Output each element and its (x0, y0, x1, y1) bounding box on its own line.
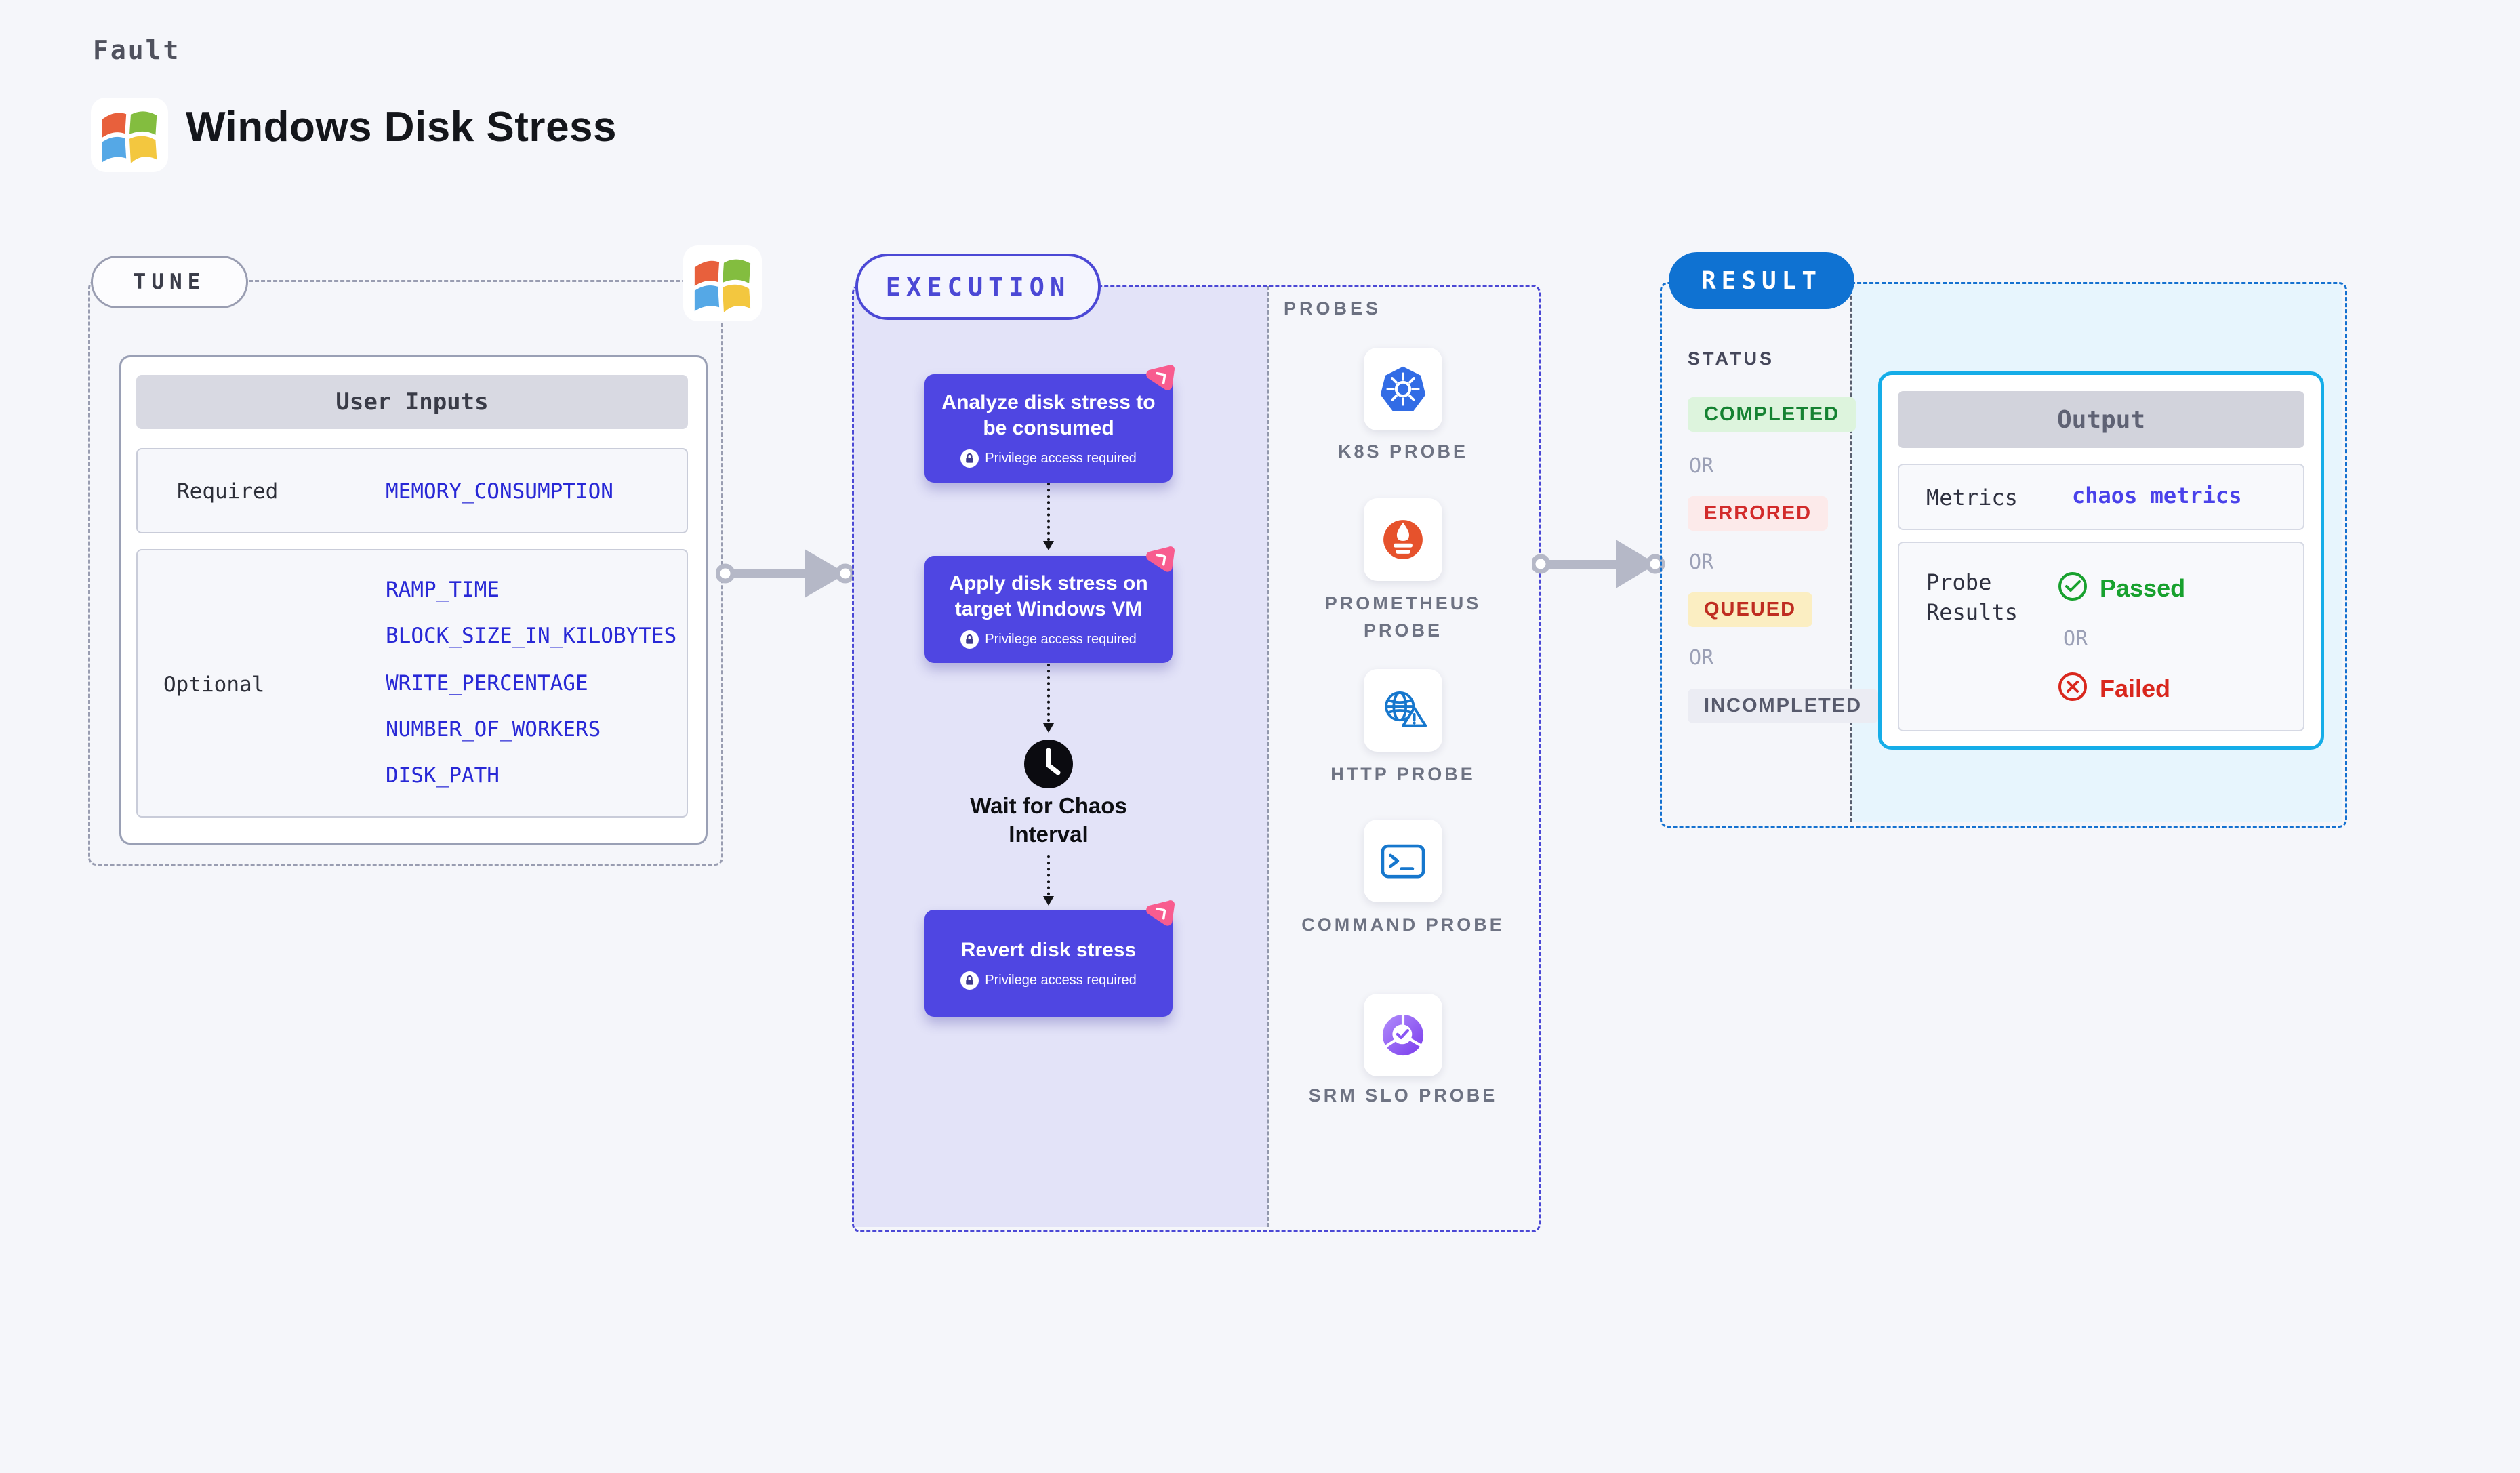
probe-results-or-separator: OR (2063, 627, 2088, 651)
step-analyze-disk-stress: Analyze disk stress to be consumed Privi… (924, 363, 1179, 483)
privilege-badge-label: Privilege access required (985, 972, 1137, 988)
chaos-ribbon-icon (1144, 898, 1179, 929)
passed-check-icon (2058, 572, 2087, 601)
status-or-separator: OR (1689, 646, 1714, 670)
privilege-badge: Privilege access required (960, 449, 1137, 468)
lock-icon (960, 630, 979, 649)
prometheus-icon (1383, 520, 1423, 559)
optional-input-disk-path: DISK_PATH (386, 763, 500, 788)
status-or-separator: OR (1689, 550, 1714, 574)
user-inputs-card: User Inputs Required MEMORY_CONSUMPTION … (119, 355, 708, 845)
step-title: Analyze disk stress to be consumed (941, 390, 1156, 439)
privilege-badge-label: Privilege access required (985, 450, 1137, 466)
privilege-badge: Privilege access required (960, 971, 1137, 990)
wait-step-label: Wait for Chaos Interval (970, 793, 1127, 847)
probe-results-label: Probe Results (1926, 569, 2018, 625)
lock-icon (960, 449, 979, 468)
chaos-ribbon-icon (1144, 363, 1179, 394)
probe-label-k8s: K8S PROBE (1337, 441, 1469, 462)
probe-label-http: HTTP PROBE (1330, 764, 1476, 784)
optional-input-number-of-workers: NUMBER_OF_WORKERS (386, 717, 601, 742)
kubernetes-icon (1380, 366, 1426, 411)
optional-input-ramp-time: RAMP_TIME (386, 578, 500, 602)
step-revert-disk-stress: Revert disk stress Privilege access requ… (924, 898, 1179, 1017)
required-label: Required (177, 479, 279, 504)
probe-card-command (1364, 820, 1442, 902)
execution-to-result-arrow (1532, 540, 1665, 588)
status-heading: STATUS (1688, 348, 1774, 369)
connector-step2-wait (1043, 664, 1054, 733)
probe-results-row: Probe Results Passed OR Failed (1898, 542, 2304, 731)
windows-logo-icon (91, 98, 168, 172)
passed-label: Passed (2100, 574, 2186, 602)
status-badge-incompleted: INCOMPLETED (1688, 689, 1879, 723)
tune-to-execution-arrow (716, 549, 855, 598)
probes-heading: PROBES (1284, 298, 1382, 319)
step-apply-disk-stress: Apply disk stress on target Windows VM P… (924, 544, 1179, 663)
execution-section-border (852, 285, 1541, 1232)
user-inputs-title: User Inputs (136, 375, 688, 429)
probe-card-http (1364, 669, 1442, 752)
connector-wait-step3 (1043, 855, 1054, 906)
result-section-label: RESULT (1669, 252, 1854, 309)
step-title: Apply disk stress on target Windows VM (949, 571, 1148, 620)
chaos-ribbon-icon (1144, 544, 1179, 576)
optional-inputs-row: Optional RAMP_TIME BLOCK_SIZE_IN_KILOBYT… (136, 549, 688, 818)
status-badge-errored: ERRORED (1688, 496, 1829, 531)
status-badge-completed: COMPLETED (1688, 397, 1856, 432)
metrics-row: Metrics chaos metrics (1898, 464, 2304, 530)
required-input-memory-consumption: MEMORY_CONSUMPTION (386, 479, 613, 504)
lock-icon (960, 971, 979, 990)
privilege-badge: Privilege access required (960, 630, 1137, 649)
metrics-value: chaos metrics (2072, 483, 2242, 508)
probe-label-prometheus: PROMETHEUS PROBE (1324, 593, 1482, 641)
page-title: Windows Disk Stress (186, 104, 617, 150)
status-badge-queued: QUEUED (1688, 592, 1813, 627)
execution-section-label: EXECUTION (855, 254, 1101, 320)
failed-x-icon (2058, 672, 2087, 701)
slo-donut-icon (1382, 1013, 1424, 1056)
terminal-icon (1381, 844, 1425, 879)
probe-card-prometheus (1364, 498, 1442, 581)
output-title: Output (1898, 391, 2304, 448)
output-card: Output Metrics chaos metrics Probe Resul… (1878, 371, 2324, 750)
result-section-border (1660, 282, 2347, 828)
status-or-separator: OR (1689, 454, 1714, 478)
tune-windows-logo-icon (683, 245, 762, 321)
probe-label-srm-slo: SRM SLO PROBE (1308, 1085, 1498, 1106)
probe-label-command: COMMAND PROBE (1301, 914, 1505, 935)
step-title: Revert disk stress (960, 938, 1137, 961)
connector-step1-step2 (1043, 483, 1054, 550)
privilege-badge-label: Privilege access required (985, 631, 1137, 647)
fault-kind-label: Fault (93, 35, 181, 65)
probe-card-srm-slo (1364, 994, 1442, 1076)
metrics-label: Metrics (1926, 485, 2018, 510)
optional-input-block-size: BLOCK_SIZE_IN_KILOBYTES (386, 624, 677, 648)
optional-input-write-percentage: WRITE_PERCENTAGE (386, 671, 588, 695)
optional-label: Optional (163, 672, 265, 697)
result-status-divider (1850, 283, 1852, 822)
http-globe-icon (1385, 691, 1427, 727)
required-inputs-row: Required MEMORY_CONSUMPTION (136, 448, 688, 533)
probe-card-k8s (1364, 348, 1442, 430)
clock-icon (1024, 740, 1073, 788)
execution-probes-divider (1267, 286, 1269, 1227)
tune-section-label: TUNE (91, 256, 248, 308)
failed-label: Failed (2100, 674, 2171, 702)
